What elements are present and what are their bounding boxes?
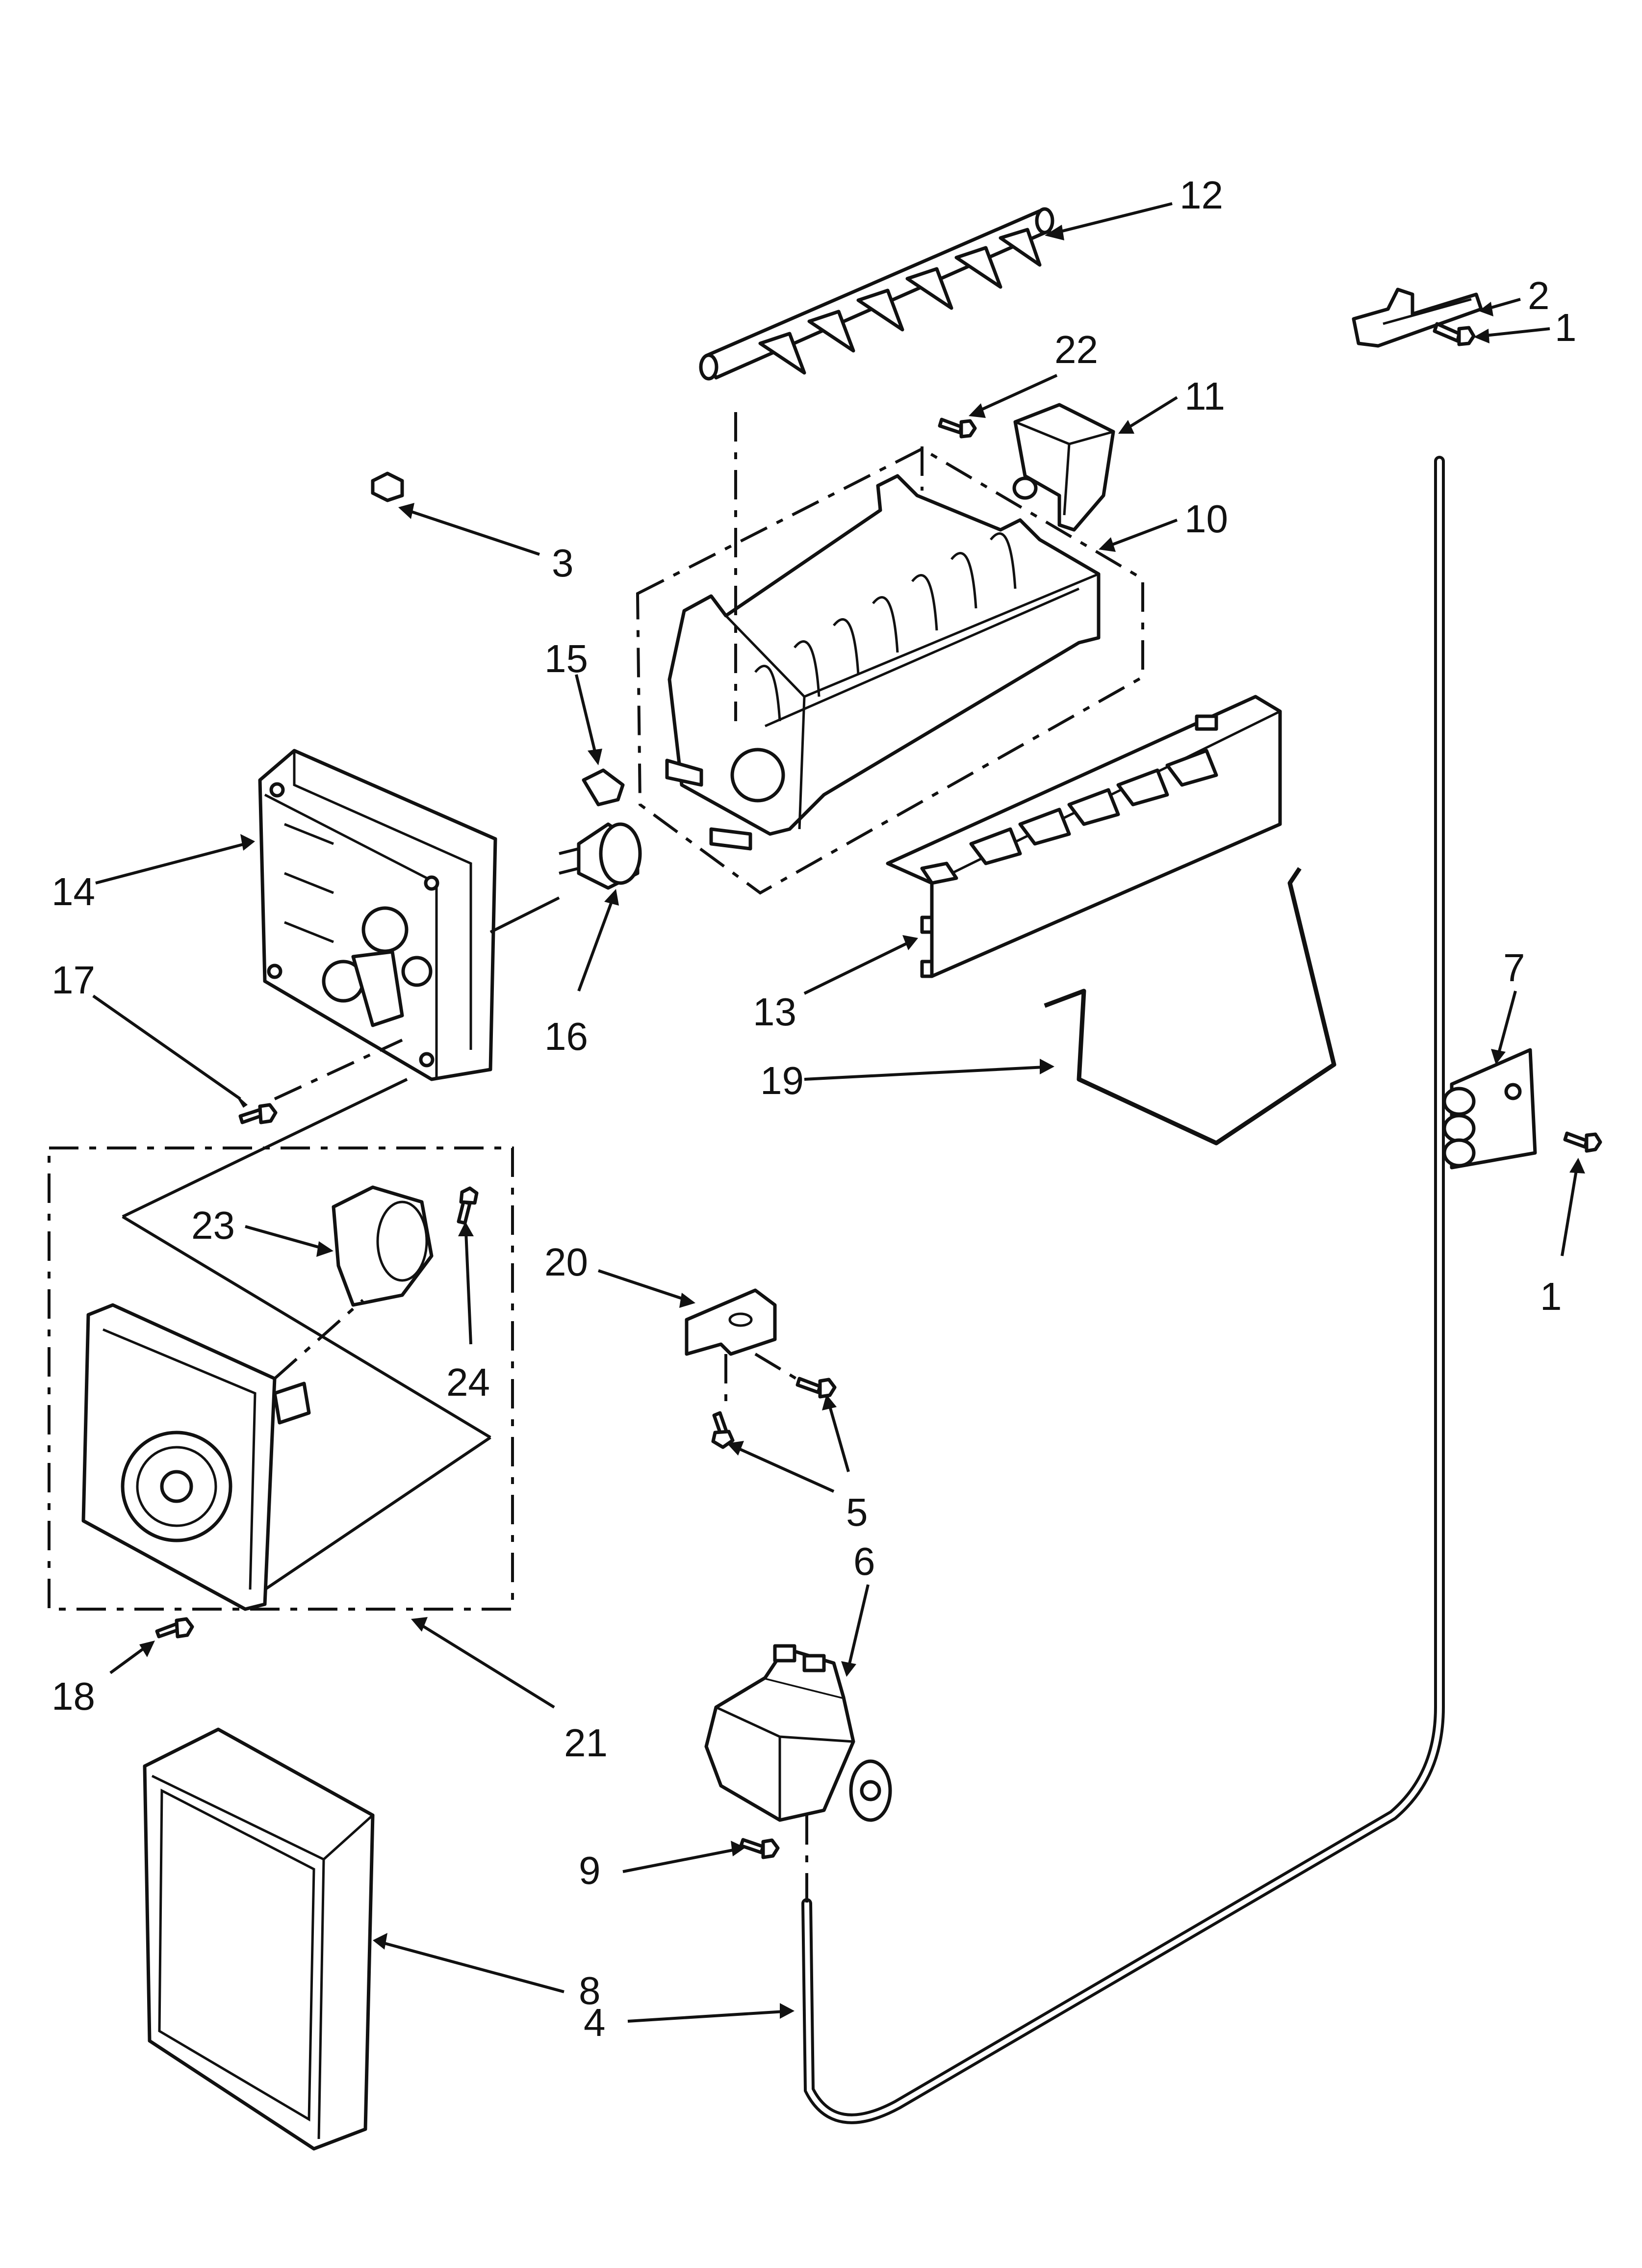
bracket-alignment-line: [754, 1353, 805, 1385]
callout-21: 21: [564, 1721, 608, 1765]
callout-18: 18: [51, 1674, 95, 1718]
thermostat-icon: [559, 822, 642, 890]
callout-1-right: 1: [1540, 1275, 1562, 1318]
callout-24: 24: [446, 1360, 490, 1404]
housing-connector-line: [489, 896, 560, 934]
screw-icon: [795, 1377, 837, 1399]
control-module-kit-outline: [48, 1147, 514, 1611]
fill-cup-bracket-icon: [1352, 287, 1483, 348]
motor-alignment-line: [274, 1299, 364, 1380]
screw-icon: [1433, 322, 1476, 346]
callout-20: 20: [544, 1240, 588, 1284]
callout-16: 16: [544, 1015, 588, 1058]
shutoff-arm-icon: [1044, 867, 1336, 1146]
ice-stripper-icon: [886, 695, 1282, 978]
harness-clip-icon: [371, 471, 404, 502]
callout-1-top: 1: [1555, 306, 1577, 349]
water-tube-icon: [801, 456, 1445, 2124]
callout-9: 9: [579, 1849, 601, 1892]
callout-2: 2: [1528, 274, 1550, 317]
callout-14: 14: [51, 870, 95, 913]
fill-cup-icon: [1012, 403, 1115, 532]
screw-icon: [938, 417, 977, 439]
ice-stripper-ejector-icon: [699, 207, 1054, 381]
screw-icon: [238, 1103, 278, 1124]
callout-15: 15: [544, 637, 588, 680]
mold-assembly-outline: [636, 447, 1144, 895]
ice-mold-icon: [665, 474, 1101, 851]
valve-bracket-icon: [685, 1288, 777, 1356]
callout-10: 10: [1184, 497, 1228, 541]
callout-22: 22: [1054, 328, 1098, 371]
cover-icon: [143, 1727, 375, 2151]
thermostat-clip-icon: [582, 768, 625, 807]
callout-4: 4: [584, 2001, 606, 2044]
callout-17: 17: [51, 958, 95, 1002]
callout-13: 13: [753, 990, 796, 1034]
callout-12: 12: [1180, 173, 1223, 217]
motor-icon: [332, 1185, 434, 1307]
screw-icon: [739, 1838, 780, 1859]
module-assembly-line-a: [122, 1215, 491, 1439]
screw-icon: [155, 1617, 194, 1639]
callout-8: 8: [579, 1969, 601, 2012]
callout-23: 23: [191, 1203, 235, 1247]
callout-labels: 1 1 2 3 4 5 6 7 8 9 10 11 12 13 14 15 16…: [51, 173, 1577, 2044]
callout-5: 5: [846, 1490, 868, 1534]
callout-7: 7: [1503, 946, 1525, 990]
callout-3: 3: [552, 541, 574, 585]
control-module-icon: [81, 1303, 311, 1611]
callout-6: 6: [853, 1539, 875, 1583]
screw-17-alignment-line: [274, 1039, 403, 1100]
screw-icon: [457, 1186, 479, 1225]
module-assembly-line-b: [264, 1436, 491, 1591]
leader-arrows: [92, 202, 1585, 2023]
callout-11: 11: [1184, 374, 1225, 418]
module-assembly-line-c: [122, 1078, 408, 1218]
water-valve-icon: [704, 1644, 892, 1822]
module-housing-icon: [258, 749, 497, 1081]
callout-19: 19: [760, 1059, 804, 1102]
tube-clamp-icon: [1442, 1048, 1537, 1170]
screw-icon: [1563, 1131, 1602, 1153]
screw-icon: [711, 1411, 735, 1449]
